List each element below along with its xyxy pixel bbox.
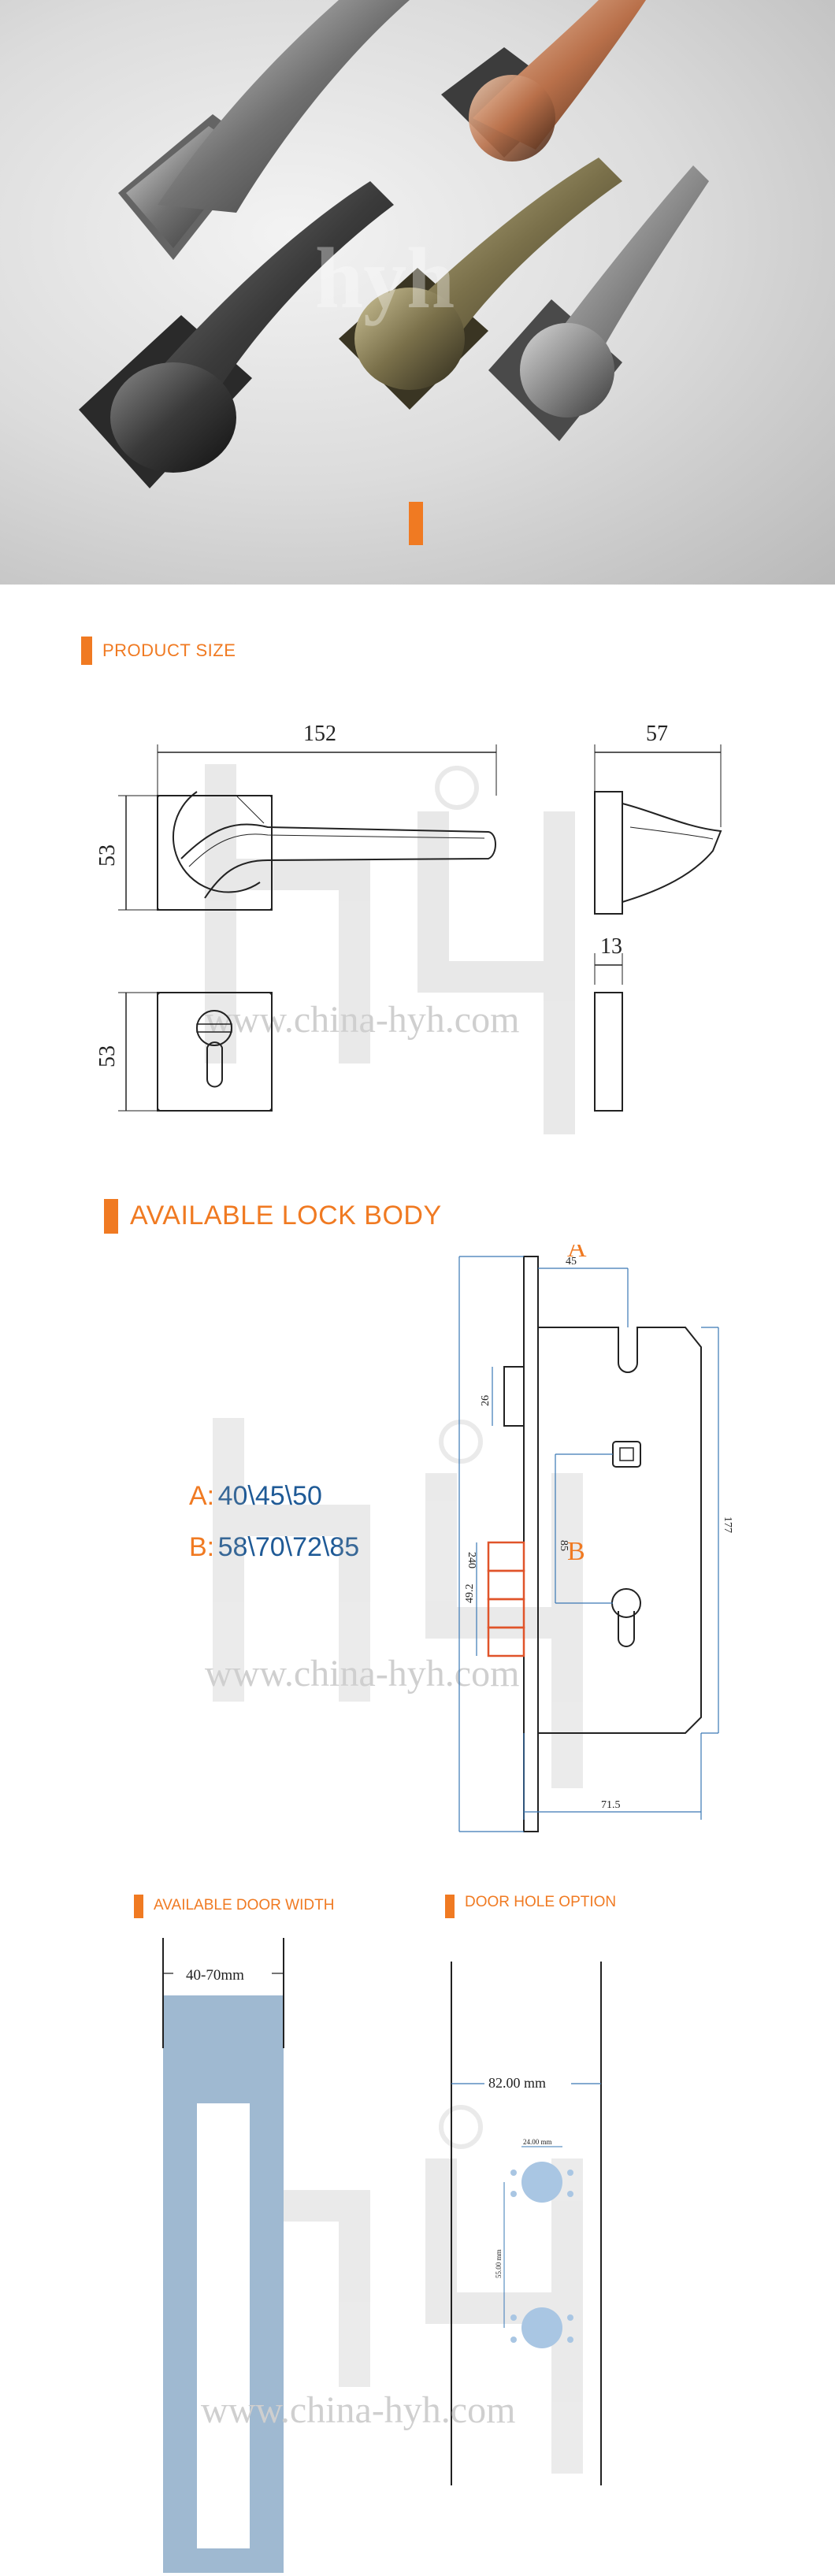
dim-depth: 57: [646, 722, 668, 746]
dim-45: 45: [566, 1256, 577, 1268]
handles-illustration: hyh: [79, 0, 709, 545]
section-marker: [81, 637, 92, 665]
dim-71-5: 71.5: [601, 1799, 621, 1811]
dim-26: 26: [480, 1395, 492, 1406]
product-size-title: PRODUCT SIZE: [102, 640, 236, 660]
marker-b: B: [567, 1537, 585, 1566]
product-size-drawing: www.china-hyh.com 152 53 57 13 53: [95, 722, 722, 1134]
watermark-url: www.china-hyh.com: [205, 1653, 519, 1694]
lock-body-drawing: www.china-hyh.com 45 26 240: [205, 1245, 733, 1832]
door-hole-width: 82.00 mm: [488, 2075, 546, 2091]
dim-plate-thickness: 13: [600, 934, 622, 959]
hero-product-photo: hyh: [0, 0, 835, 585]
hyh-watermark-logo: [213, 1418, 583, 1788]
door-hole-spacing: 55.00 mm: [495, 2249, 503, 2278]
door-hole-diameter: 24.00 mm: [523, 2138, 552, 2146]
watermark-url: www.china-hyh.com: [201, 2389, 515, 2431]
watermark-url: www.china-hyh.com: [205, 999, 519, 1041]
section-marker: [134, 1895, 143, 1918]
option-b-label: B:: [189, 1532, 215, 1562]
dim-height-handle: 53: [95, 844, 120, 867]
dim-49-2: 49.2: [464, 1584, 476, 1604]
marker-a: A: [567, 1245, 587, 1263]
hero-watermark: hyh: [315, 230, 455, 326]
dim-width: 152: [303, 722, 336, 746]
option-a-label: A:: [189, 1481, 215, 1511]
hyh-watermark-logo: [205, 764, 575, 1134]
option-a-values: 40\45\50: [217, 1481, 322, 1511]
option-b-row: B: 58\70\72\85: [189, 1532, 359, 1563]
dim-height-plate: 53: [95, 1045, 120, 1067]
dim-177: 177: [722, 1516, 733, 1533]
lock-body-title: AVAILABLE LOCK BODY: [130, 1201, 442, 1230]
dim-240: 240: [466, 1552, 477, 1568]
section-marker: [445, 1895, 455, 1918]
option-a-row: A: 40\45\50: [189, 1481, 322, 1512]
section-marker: [104, 1199, 118, 1234]
door-drawings: 40-70mm 82.00 mm 24.00 mm 55.00 mm www.c…: [162, 1938, 602, 2573]
door-hole-title: DOOR HOLE OPTION: [465, 1894, 617, 1910]
dim-85: 85: [558, 1540, 570, 1551]
door-width-title: AVAILABLE DOOR WIDTH: [154, 1897, 335, 1913]
door-width-range: 40-70mm: [186, 1967, 244, 1984]
option-b-values: 58\70\72\85: [217, 1532, 360, 1562]
